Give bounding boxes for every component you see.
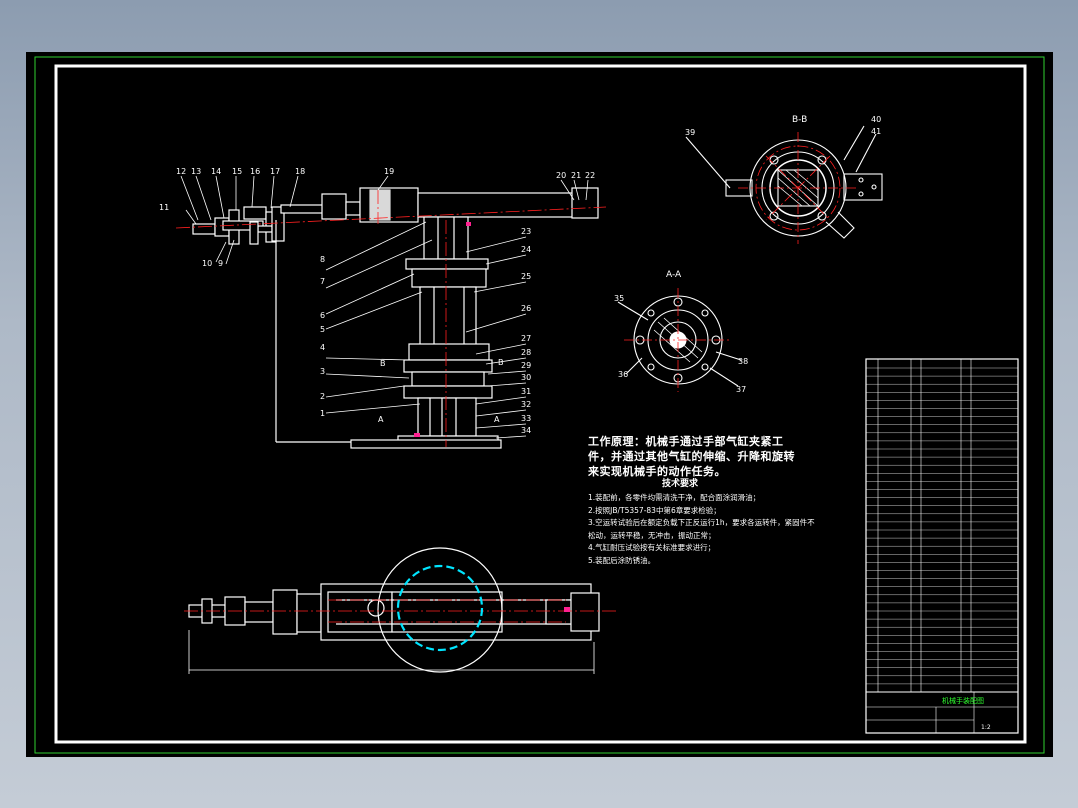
svg-text:25: 25 <box>521 272 531 281</box>
top-callout-labels: 12 13 14 15 16 17 18 19 20 21 22 <box>176 167 595 180</box>
section-marker-b: B <box>498 358 504 367</box>
parts-list-rows <box>866 367 1018 685</box>
svg-text:11: 11 <box>159 203 169 212</box>
svg-text:12: 12 <box>176 167 186 176</box>
requirement-4: 4.气缸耐压试验按有关标准要求进行； <box>588 543 716 552</box>
svg-text:17: 17 <box>270 167 280 176</box>
svg-text:23: 23 <box>521 227 531 236</box>
svg-text:29: 29 <box>521 361 531 370</box>
svg-text:19: 19 <box>384 167 394 176</box>
svg-text:28: 28 <box>521 348 531 357</box>
top-view-pink-marker <box>564 607 570 612</box>
svg-text:10: 10 <box>202 259 212 268</box>
callout-37: 37 <box>736 385 746 394</box>
svg-text:18: 18 <box>295 167 305 176</box>
title-block-title: 机械手装配图 <box>942 696 984 705</box>
svg-text:4: 4 <box>320 343 325 352</box>
svg-text:30: 30 <box>521 373 531 382</box>
svg-text:13: 13 <box>191 167 201 176</box>
svg-text:7: 7 <box>320 277 325 286</box>
working-principle-note: 工作原理：机械手通过手部气缸夹紧工件，并通过其他气缸的伸缩、升降和旋转来实现机械… <box>588 435 795 478</box>
selection-highlight-circle[interactable] <box>396 564 484 652</box>
svg-text:2: 2 <box>320 392 325 401</box>
drawing-frame <box>54 64 1027 744</box>
section-bb-centerlines <box>738 132 858 244</box>
svg-text:21: 21 <box>571 171 581 180</box>
callout-38: 38 <box>738 357 748 366</box>
requirement-5: 5.装配后涂防锈油。 <box>588 555 656 565</box>
callout-35: 35 <box>614 294 624 303</box>
svg-text:33: 33 <box>521 414 531 423</box>
svg-text:22: 22 <box>585 171 595 180</box>
front-view-leaders <box>180 175 589 439</box>
svg-text:34: 34 <box>521 426 531 435</box>
front-view <box>192 187 599 449</box>
svg-text:14: 14 <box>211 167 221 176</box>
section-aa-title: A-A <box>666 270 682 280</box>
top-view-centerlines <box>184 599 616 623</box>
section-marker-a-right: A <box>494 415 500 424</box>
svg-text:3: 3 <box>320 367 325 376</box>
technical-requirements-title: 技术要求 <box>662 479 699 489</box>
svg-text:16: 16 <box>250 167 260 176</box>
callout-41: 41 <box>871 127 881 136</box>
svg-text:5: 5 <box>320 325 325 334</box>
parts-list <box>865 358 1019 734</box>
callout-36: 36 <box>618 370 628 379</box>
callout-39: 39 <box>685 128 695 137</box>
pink-marker <box>414 433 420 437</box>
outer-sheet-border <box>34 56 1045 754</box>
requirement-3: 3.空运转试验后在额定负载下正反运行1h，要求各运转件，紧固件不松动，运转平稳，… <box>588 518 815 540</box>
svg-text:9: 9 <box>218 259 223 268</box>
svg-text:6: 6 <box>320 311 325 320</box>
section-bb-title: B-B <box>792 115 807 125</box>
requirement-1: 1.装配前，各零件均需清洗干净，配合面涂润滑油； <box>588 493 761 502</box>
left-callout-labels: 11 10 9 8 7 6 5 4 3 2 1 <box>159 203 325 418</box>
section-marker-a: A <box>378 415 384 424</box>
requirement-2: 2.按照JB/T5357-83中第6章要求检验； <box>588 505 721 515</box>
svg-text:27: 27 <box>521 334 531 343</box>
section-marker-b-left: B <box>380 359 386 368</box>
svg-text:26: 26 <box>521 304 531 313</box>
svg-text:20: 20 <box>556 171 566 180</box>
svg-text:32: 32 <box>521 400 531 409</box>
svg-text:1: 1 <box>320 409 325 418</box>
pink-marker-2 <box>466 222 471 226</box>
right-callout-labels: 23 24 25 26 27 28 29 30 31 32 33 34 <box>521 227 531 435</box>
front-view-centerlines <box>175 190 607 447</box>
cad-viewport[interactable]: 12 13 14 15 16 17 18 19 20 21 22 11 10 9… <box>26 52 1053 757</box>
section-bb-view <box>685 125 883 239</box>
section-aa-centerlines <box>624 288 732 392</box>
callout-40: 40 <box>871 115 881 124</box>
technical-requirements-list: 1.装配前，各零件均需清洗干净，配合面涂润滑油； 2.按照JB/T5357-83… <box>588 492 818 567</box>
svg-text:31: 31 <box>521 387 531 396</box>
svg-text:15: 15 <box>232 167 242 176</box>
svg-text:24: 24 <box>521 245 531 254</box>
top-view <box>188 547 600 674</box>
title-block-scale: 1:2 <box>981 724 991 731</box>
svg-text:8: 8 <box>320 255 325 264</box>
assembly-drawing: 12 13 14 15 16 17 18 19 20 21 22 11 10 9… <box>34 56 1045 754</box>
section-aa-view <box>617 295 742 387</box>
